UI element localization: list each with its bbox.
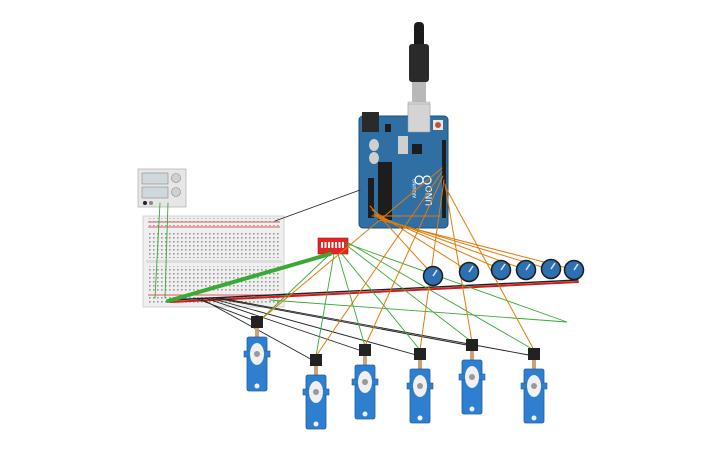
- knob-indicator-icon: [550, 262, 556, 270]
- servo-motor[interactable]: [520, 348, 548, 424]
- dip-toggle[interactable]: [342, 242, 344, 248]
- servo-motor[interactable]: [351, 344, 379, 420]
- potentiometer[interactable]: [515, 259, 537, 281]
- servos[interactable]: [243, 316, 548, 430]
- bus-wire-green[interactable]: [166, 252, 332, 303]
- usb-port: [407, 103, 431, 133]
- potentiometer[interactable]: [563, 259, 585, 281]
- terminal-strip-top[interactable]: [148, 232, 280, 258]
- dip-toggle[interactable]: [321, 242, 323, 248]
- servo-motor[interactable]: [458, 339, 486, 415]
- servo-motor[interactable]: [406, 348, 434, 424]
- capacitor: [369, 152, 379, 164]
- current-knob-icon[interactable]: [171, 187, 181, 197]
- dip-toggle[interactable]: [328, 242, 330, 248]
- voltage-display: [141, 172, 169, 185]
- dc-jack: [362, 112, 379, 132]
- knob-indicator-icon: [468, 265, 474, 273]
- power-header: [368, 178, 374, 218]
- current-display: [141, 186, 169, 199]
- uno-label: UNO: [425, 186, 435, 206]
- brand-label: ARDUINO: [412, 179, 417, 198]
- knob-indicator-icon: [432, 269, 438, 277]
- dip-toggle[interactable]: [338, 242, 341, 248]
- potentiometer[interactable]: [458, 261, 480, 283]
- voltage-knob-icon[interactable]: [171, 173, 181, 183]
- top-power-rail[interactable]: [148, 218, 280, 226]
- potentiometer[interactable]: [490, 259, 512, 281]
- dip-toggle[interactable]: [331, 242, 334, 248]
- capacitor: [369, 139, 379, 151]
- dip-switch[interactable]: [317, 237, 349, 255]
- potentiometer[interactable]: [422, 265, 444, 287]
- dip-toggle[interactable]: [324, 242, 327, 248]
- servo-motor[interactable]: [302, 354, 330, 430]
- arduino-logo: [414, 175, 432, 185]
- crystal: [398, 136, 408, 154]
- power-wire[interactable]: [169, 281, 579, 303]
- ground-wire[interactable]: [169, 279, 579, 301]
- dip-toggle[interactable]: [335, 242, 337, 248]
- knob-indicator-icon: [573, 263, 579, 271]
- knob-indicator-icon: [525, 263, 531, 271]
- potentiometers[interactable]: [422, 258, 585, 287]
- arduino-uno-board[interactable]: UNO ARDUINO: [358, 103, 449, 229]
- servo-motor[interactable]: [243, 316, 271, 392]
- breadboard[interactable]: [142, 215, 285, 308]
- knob-indicator-icon: [500, 263, 506, 271]
- power-supply[interactable]: [137, 168, 187, 208]
- atmega-chip: [378, 162, 392, 220]
- potentiometer[interactable]: [540, 258, 562, 280]
- wires[interactable]: [154, 167, 579, 363]
- digital-header: [442, 140, 446, 218]
